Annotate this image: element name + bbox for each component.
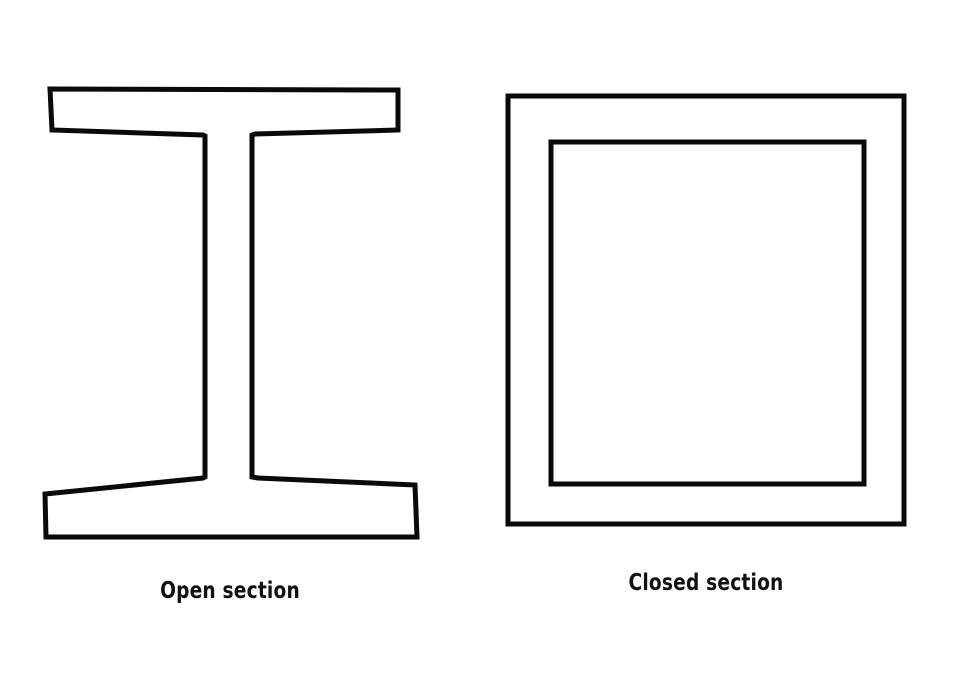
open-section-figure <box>42 86 420 540</box>
closed-section-inner-rect <box>548 139 867 487</box>
i-beam-outline <box>42 86 420 540</box>
closed-section-caption: Closed section <box>628 570 784 596</box>
closed-section-figure <box>505 93 907 527</box>
open-section-caption: Open section <box>160 578 300 604</box>
